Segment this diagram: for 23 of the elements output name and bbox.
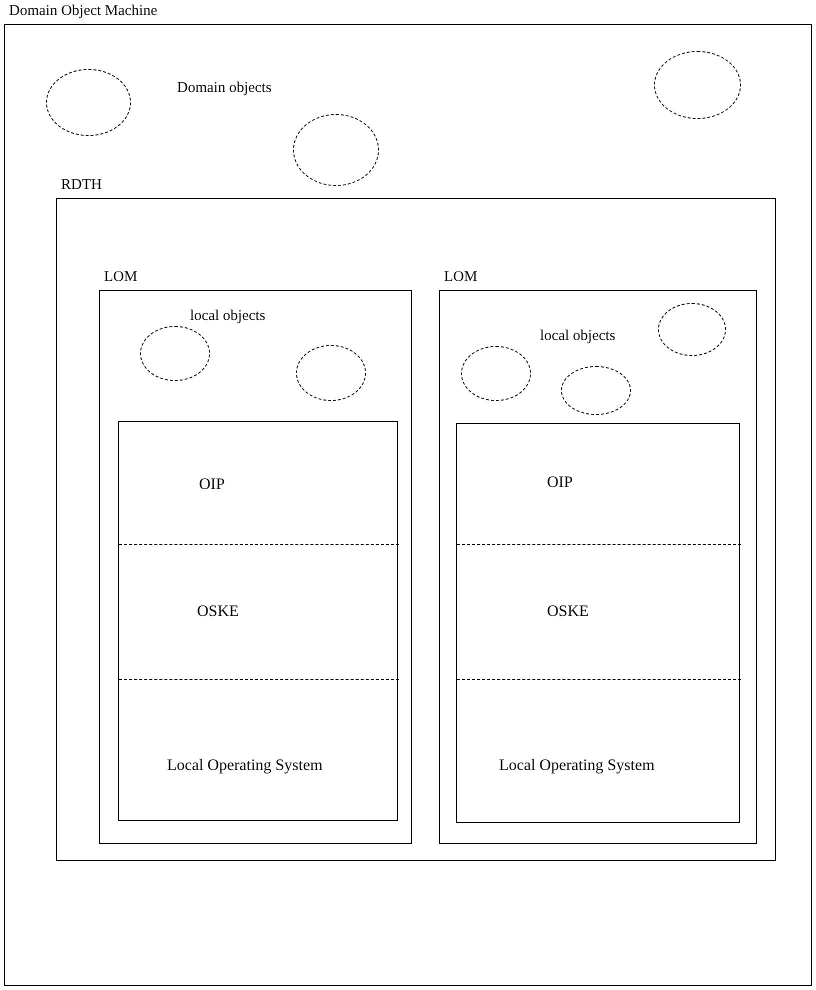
dashed-ellipse bbox=[293, 114, 379, 186]
dashed-ellipse bbox=[461, 346, 531, 401]
layer-label: OIP bbox=[547, 473, 574, 493]
dashed-ellipse bbox=[658, 303, 726, 356]
stack-box bbox=[456, 423, 740, 823]
box-heading: LOM bbox=[444, 269, 478, 286]
layer-label: Local Operating System bbox=[499, 756, 656, 776]
dashed-ellipse bbox=[654, 51, 741, 119]
dashed-ellipse bbox=[296, 345, 366, 401]
box-heading: LOM bbox=[104, 269, 138, 286]
group-label: local objects bbox=[540, 328, 616, 345]
dashed-ellipse bbox=[46, 69, 131, 136]
layer-label: OSKE bbox=[547, 602, 590, 622]
dashed-ellipse bbox=[561, 366, 631, 415]
layer-label: OIP bbox=[199, 475, 226, 495]
stack-box bbox=[118, 421, 398, 821]
group-label: local objects bbox=[190, 308, 266, 325]
layer-label: OSKE bbox=[197, 602, 240, 622]
group-label: Domain objects bbox=[177, 80, 272, 97]
box-heading: RDTH bbox=[61, 177, 102, 194]
layer-label: Local Operating System bbox=[167, 756, 324, 776]
box-heading: Domain Object Machine bbox=[9, 3, 158, 20]
dashed-ellipse bbox=[140, 326, 210, 381]
